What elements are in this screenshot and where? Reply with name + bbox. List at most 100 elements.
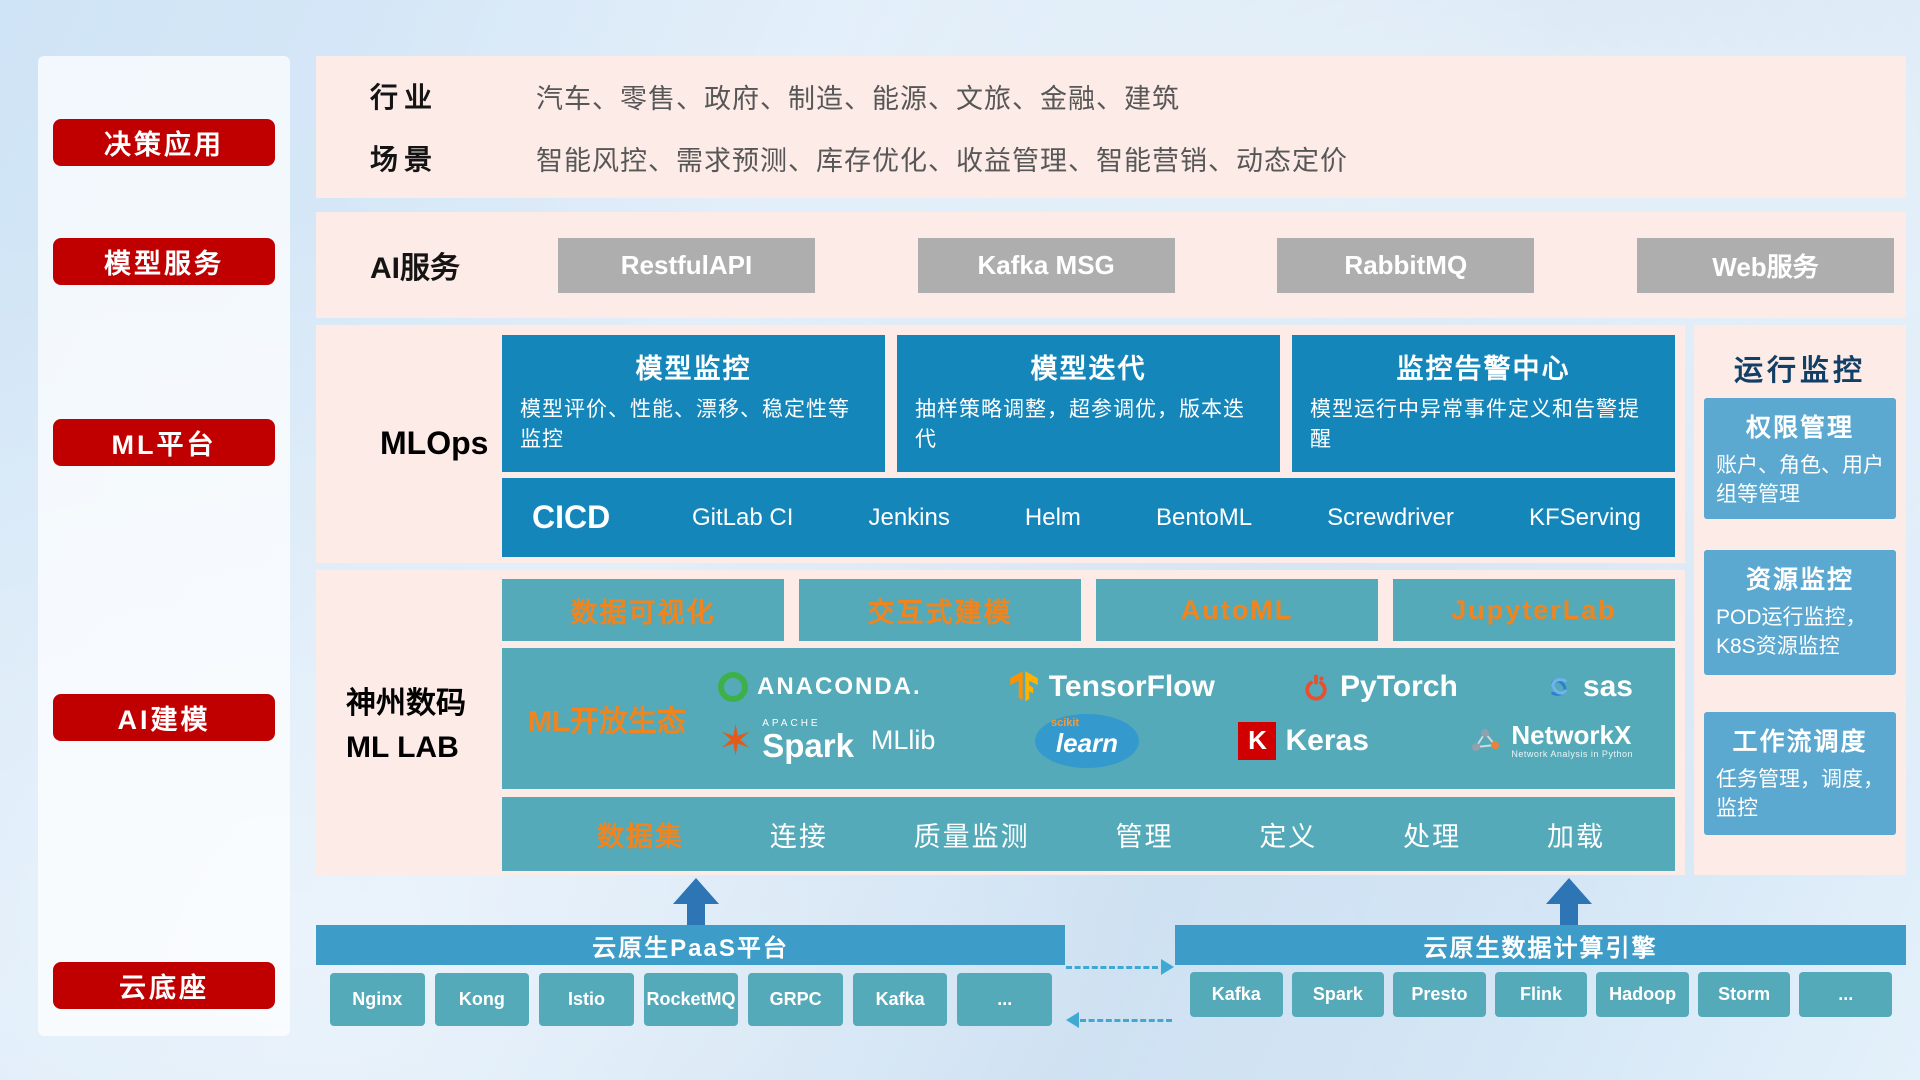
pytorch-text: PyTorch [1340,669,1458,703]
model-monitoring-desc: 模型评价、性能、漂移、稳定性等监控 [520,398,850,452]
dataset-label: 数据集 [597,821,684,852]
permission-management-title: 权限管理 [1745,414,1854,442]
arrow-head [673,878,719,904]
networkx-logo: NetworkX Network Analysis in Python [1468,721,1633,759]
dashed-arrow-head [1066,1012,1079,1028]
dashed-line [1080,1019,1172,1022]
alert-center-desc: 模型运行中异常事件定义和告警提醒 [1310,398,1640,452]
dashed-left-arrow-icon [1066,1012,1174,1028]
tensorflow-icon [1010,670,1038,701]
ml-ecosystem-label: ML开放生态 [528,705,686,738]
engine-storm-chip: Storm [1697,972,1791,1017]
ml-ecosystem-box: ML开放生态 ANACONDA. TensorFlow [502,648,1675,789]
workflow-scheduling-desc: 任务管理，调度，监控 [1716,768,1884,821]
ai-service-buttons: RestfulAPI Kafka MSG RabbitMQ Web服务 [558,237,1894,293]
spark-text-wrap: APACHE Spark [762,718,854,763]
scikit-learn-logo: scikit learn [1034,713,1139,768]
rocketmq-chip: RocketMQ [643,973,739,1026]
mlops-band: MLOps 模型监控 模型评价、性能、漂移、稳定性等监控 模型迭代 抽样策略调整… [316,325,1685,563]
model-monitoring-box: 模型监控 模型评价、性能、漂移、稳定性等监控 [502,335,885,472]
dashed-line [1066,966,1158,969]
mlops-content: 模型监控 模型评价、性能、漂移、稳定性等监控 模型迭代 抽样策略调整，超参调优，… [502,335,1675,557]
industry-label: 行业 [370,82,439,113]
runtime-monitoring-panel: 运行监控 权限管理 账户、角色、用户组等管理 资源监控 POD运行监控，K8S资… [1694,325,1906,875]
alert-center-box: 监控告警中心 模型运行中异常事件定义和告警提醒 [1292,335,1675,472]
mllib-text: MLlib [870,725,936,755]
networkx-text-wrap: NetworkX Network Analysis in Python [1511,721,1633,759]
resource-monitoring-desc: POD运行监控，K8S资源监控 [1716,606,1867,659]
restfulapi-chip: RestfulAPI [558,237,815,293]
web-service-chip: Web服务 [1636,237,1894,293]
spark-mllib-logo: ✶ APACHE Spark MLlib [718,716,936,764]
pytorch-icon [1305,674,1327,701]
category-ml-platform: ML平台 [53,419,275,466]
dashed-right-arrow-icon [1066,959,1174,975]
ml-lab-content: 数据可视化 交互式建模 AutoML JupyterLab ML开放生态 ANA… [502,579,1675,871]
ml-lab-label: 神州数码 ML LAB [346,682,466,769]
networkx-text: NetworkX [1511,720,1632,751]
load-label: 加载 [1546,821,1605,852]
spark-apache-text: APACHE [762,718,821,729]
engine-more-chip: ... [1799,972,1893,1017]
ecosystem-logo-row-2: ✶ APACHE Spark MLlib scikit learn [690,713,1661,768]
anaconda-logo: ANACONDA. [718,671,922,702]
model-iteration-title: 模型迭代 [1030,354,1147,384]
scikit-learn-icon: scikit learn [1034,713,1139,768]
ml-lab-tools-row: 数据可视化 交互式建模 AutoML JupyterLab [502,579,1675,641]
ml-lab-label-line2: ML LAB [346,730,459,764]
cicd-label: CICD [532,499,611,535]
resource-monitoring-box: 资源监控 POD运行监控，K8S资源监控 [1704,550,1896,675]
ecosystem-logo-row-1: ANACONDA. TensorFlow [690,670,1661,704]
networkx-icon [1472,729,1500,752]
kfserving-item: KFServing [1528,503,1641,531]
data-engine-header: 云原生数据计算引擎 [1175,925,1906,965]
spark-icon: ✶ [718,716,754,764]
keras-text: Keras [1285,723,1369,757]
sas-logo: sas [1544,670,1633,704]
paas-up-arrow-icon [673,878,719,925]
scenario-list: 智能风控、需求预测、库存优化、收益管理、智能营销、动态定价 [536,145,1348,176]
pytorch-logo: PyTorch [1301,670,1458,704]
engine-flink-chip: Flink [1494,972,1588,1017]
ml-lab-label-line1: 神州数码 [346,687,466,720]
workflow-scheduling-title: 工作流调度 [1732,728,1868,756]
learn-text: learn [1055,727,1119,758]
left-category-panel: 决策应用 模型服务 ML平台 AI建模 云底座 [38,56,290,1036]
kong-chip: Kong [434,973,530,1026]
sas-text: sas [1582,669,1633,703]
interactive-modeling-chip: 交互式建模 [799,579,1081,641]
industry-list: 汽车、零售、政府、制造、能源、文旅、金融、建筑 [536,83,1180,114]
category-ai-modeling: AI建模 [53,694,275,741]
quality-check-label: 质量监测 [913,821,1030,852]
model-iteration-box: 模型迭代 抽样策略调整，超参调优，版本迭代 [897,335,1280,472]
rabbitmq-chip: RabbitMQ [1277,237,1535,293]
resource-monitoring-title: 资源监控 [1745,566,1854,594]
model-monitoring-title: 模型监控 [635,354,752,384]
paas-platform-header: 云原生PaaS平台 [316,925,1065,965]
anaconda-icon [718,671,748,702]
nginx-chip: Nginx [330,973,425,1026]
engine-up-arrow-icon [1546,878,1592,925]
kafka-msg-chip: Kafka MSG [917,237,1175,293]
kafka-chip: Kafka [852,973,948,1026]
process-label: 处理 [1403,821,1462,852]
permission-management-box: 权限管理 账户、角色、用户组等管理 [1704,398,1896,519]
paas-more-chip: ... [957,973,1053,1026]
mlops-boxes: 模型监控 模型评价、性能、漂移、稳定性等监控 模型迭代 抽样策略调整，超参调优，… [502,335,1675,472]
keras-logo: K Keras [1238,721,1369,760]
scikit-text: scikit [1050,716,1080,729]
sas-icon [1551,677,1567,696]
category-model-service: 模型服务 [53,238,275,285]
ai-service-label: AI服务 [370,252,460,285]
bentoml-item: BentoML [1156,503,1253,531]
arrow-stem [1560,904,1578,925]
alert-center-title: 监控告警中心 [1396,354,1571,384]
engine-hadoop-chip: Hadoop [1596,972,1689,1017]
tensorflow-logo: TensorFlow [1008,670,1215,704]
istio-chip: Istio [539,973,634,1026]
jupyterlab-chip: JupyterLab [1393,579,1675,641]
keras-icon: K [1238,721,1277,760]
permission-management-desc: 账户、角色、用户组等管理 [1716,454,1884,507]
data-visualization-chip: 数据可视化 [502,579,784,641]
